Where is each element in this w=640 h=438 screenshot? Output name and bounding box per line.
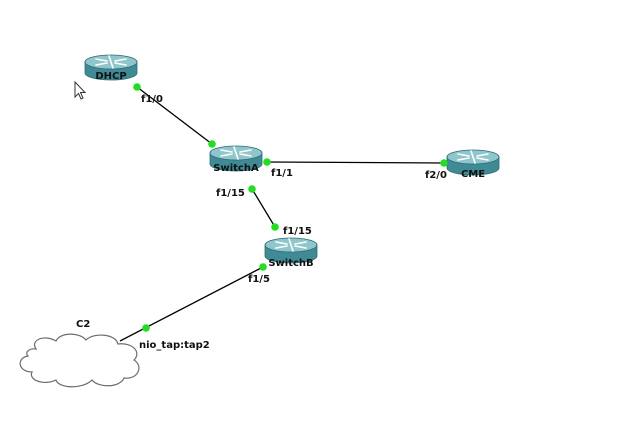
port-dot-dhcp-f1-0[interactable] — [133, 83, 141, 91]
link-switcha-switchb[interactable] — [251, 188, 276, 228]
cloud-icon — [19, 333, 140, 388]
router-dhcp-label: DHCP — [95, 71, 126, 82]
links — [119, 86, 445, 342]
port-dot-c2-nio[interactable] — [142, 324, 150, 332]
port-label-cme-f2-0: f2/0 — [425, 170, 447, 181]
port-label-dhcp-f1-0: f1/0 — [141, 94, 163, 105]
router-switchb[interactable]: SwitchB — [264, 237, 318, 269]
cloud-c2-label: C2 — [76, 319, 90, 330]
router-switcha[interactable]: SwitchA — [209, 145, 263, 174]
router-switcha-label: SwitchA — [213, 163, 259, 174]
port-label-switcha-f1-1: f1/1 — [271, 168, 293, 179]
router-cme[interactable]: CME — [446, 149, 500, 180]
mouse-pointer-icon — [74, 80, 87, 100]
port-label-switchb-f1-5: f1/5 — [248, 274, 270, 285]
port-dot-cme-f2-0[interactable] — [440, 159, 448, 167]
port-dot-switcha-f1-1[interactable] — [263, 158, 271, 166]
port-label-switcha-f1-15: f1/15 — [216, 188, 245, 199]
port-dot-switcha-f1-15[interactable] — [248, 185, 256, 193]
port-dot-switchb-f1-15[interactable] — [271, 223, 279, 231]
link-switcha-cme[interactable] — [266, 161, 445, 164]
port-label-switchb-f1-15: f1/15 — [283, 226, 312, 237]
router-switchb-label: SwitchB — [268, 258, 313, 269]
port-dot-switcha-from-dhcp[interactable] — [208, 140, 216, 148]
port-dot-switchb-f1-5[interactable] — [259, 263, 267, 271]
router-dhcp[interactable]: DHCP — [84, 54, 138, 82]
router-cme-label: CME — [461, 169, 485, 180]
cloud-c2[interactable]: C2 — [19, 319, 140, 388]
port-dots — [133, 83, 448, 332]
port-labels: f1/0 f1/1 f2/0 f1/15 f1/15 f1/5 nio_tap:… — [139, 94, 447, 351]
link-switchb-c2[interactable] — [119, 266, 264, 342]
port-label-c2-nio: nio_tap:tap2 — [139, 340, 210, 351]
link-dhcp-switcha[interactable] — [136, 86, 213, 145]
